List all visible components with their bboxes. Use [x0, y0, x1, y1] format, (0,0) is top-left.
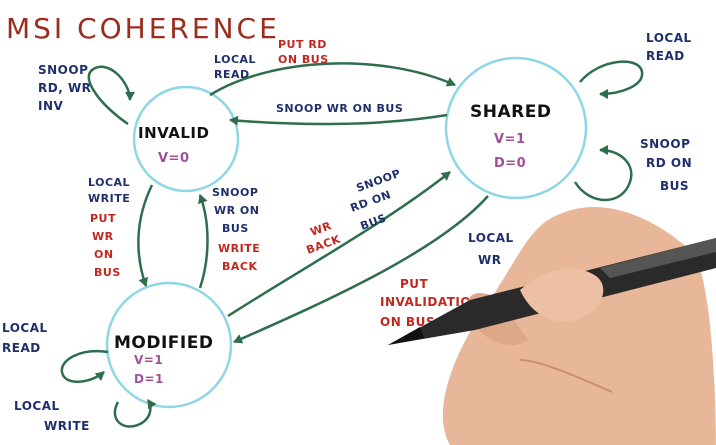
state-shared-v: V=1: [494, 132, 526, 147]
label-i2m-put-1: PUT: [90, 212, 116, 225]
label-i2m-put-3: ON: [94, 248, 114, 261]
label-i2m-put-2: WR: [92, 230, 114, 243]
label-i2s-put-1: PUT RD: [278, 38, 327, 51]
label-s2m-put-1: PUT: [400, 277, 429, 291]
arrow-shared-self-read: [579, 60, 644, 99]
state-invalid-circle: [132, 85, 240, 193]
label-s2m-1: LOCAL: [468, 231, 514, 245]
diagram-title: MSI COHERENCE: [6, 12, 280, 45]
label-shared-snoop-1: SNOOP: [640, 137, 690, 151]
state-modified-name: MODIFIED: [114, 333, 213, 353]
arrow-invalid-to-modified: [137, 184, 154, 287]
arrow-modified-self-write: [113, 399, 157, 428]
label-s2i: SNOOP WR ON BUS: [276, 102, 403, 115]
label-i2m-put-4: BUS: [94, 266, 121, 279]
arrow-invalid-self-loop: [87, 65, 135, 126]
state-invalid-name: INVALID: [138, 124, 209, 142]
label-m2i-wb-2: BACK: [222, 260, 258, 273]
label-invalid-self-2: RD, WR: [38, 81, 91, 95]
label-mod-write-2: WRITE: [44, 419, 90, 433]
label-s2m-put-3: ON BUS: [380, 315, 435, 329]
arrow-invalid-to-shared: [209, 62, 456, 97]
label-i2s-local-2: READ: [214, 68, 250, 81]
label-shared-snoop-2: RD ON: [646, 156, 692, 170]
label-i2m-1: LOCAL: [88, 176, 130, 189]
label-mod-read-2: READ: [2, 341, 41, 355]
label-mod-write-1: LOCAL: [14, 399, 60, 413]
label-m2s-wb-2: BACK: [305, 232, 343, 256]
label-m2i-1: SNOOP: [212, 186, 258, 199]
state-invalid-value: V=0: [158, 151, 190, 166]
label-s2m-2: WR: [478, 253, 501, 267]
arrow-shared-to-modified: [233, 195, 489, 344]
label-shared-read-1: LOCAL: [646, 31, 692, 45]
label-i2s-local-1: LOCAL: [214, 53, 256, 66]
label-m2s-2: RD ON: [349, 188, 393, 215]
state-modified-v: V=1: [134, 353, 163, 367]
label-m2i-wb-1: WRITE: [218, 242, 260, 255]
state-shared-name: SHARED: [470, 102, 551, 122]
arrow-modified-to-shared: [227, 171, 451, 318]
state-modified-d: D=1: [134, 372, 164, 386]
label-shared-snoop-3: BUS: [660, 179, 689, 193]
label-m2i-2: WR ON: [214, 204, 260, 217]
arrow-shared-self-snoop: [573, 145, 633, 202]
label-i2m-2: WRITE: [88, 192, 130, 205]
label-m2i-3: BUS: [222, 222, 249, 235]
hand-with-pen-illustration: [388, 206, 716, 445]
state-shared-circle: [444, 56, 588, 200]
label-i2s-put-2: ON BUS: [278, 53, 329, 66]
label-m2s-1: SNOOP: [355, 167, 403, 195]
state-shared-d: D=0: [494, 156, 526, 171]
label-s2m-put-2: INVALIDATION: [380, 295, 482, 309]
label-m2s-3: BUS: [359, 211, 389, 232]
label-invalid-self-1: SNOOP: [38, 63, 88, 77]
state-modified-circle: [105, 281, 233, 409]
label-invalid-self-3: INV: [38, 99, 64, 113]
arrow-modified-to-invalid: [198, 194, 209, 289]
label-shared-read-2: READ: [646, 49, 685, 63]
arrow-shared-to-invalid: [229, 113, 448, 126]
arrow-modified-self-read: [60, 349, 109, 383]
label-mod-read-1: LOCAL: [2, 321, 48, 335]
